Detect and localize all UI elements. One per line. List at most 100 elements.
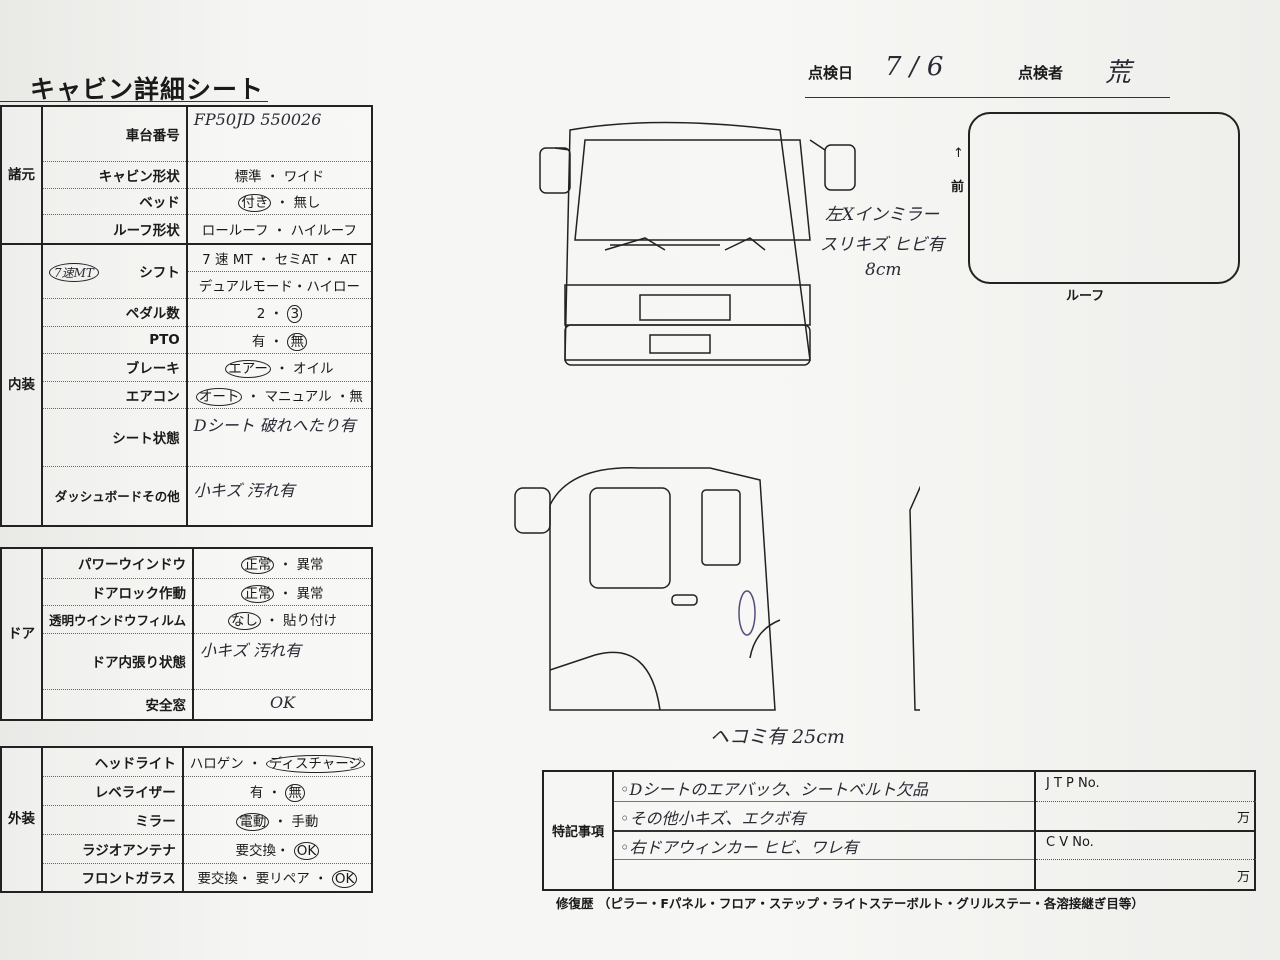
number-panel: J T P No. 万 C V No. 万 — [1034, 772, 1256, 889]
remark-line: ◦右ドアウィンカー ヒビ、ワレ有 — [620, 838, 859, 857]
front-note-3: 8cm — [865, 260, 902, 280]
table-row: 透明ウインドウフィルムなし ・ 貼り付け — [1, 605, 372, 634]
left-side-view — [514, 467, 781, 711]
jtp-label: J T P No. — [1046, 776, 1100, 791]
date-label: 点検日 — [808, 64, 854, 82]
row-value: 正常 ・ 異常 — [193, 548, 372, 579]
row-value: 2 ・ 3 — [186, 298, 372, 327]
row-label: PTO — [42, 326, 188, 354]
row-label: パワーウインドウ — [42, 548, 195, 579]
front-arrow-label: 前 — [951, 180, 965, 195]
inspector-label: 点検者 — [1018, 64, 1064, 82]
row-value: Dシート 破れへたり有 — [186, 408, 372, 467]
row-value: 正常 ・ 異常 — [193, 578, 372, 606]
divider — [614, 801, 1034, 802]
divider — [1036, 801, 1256, 802]
row-value: デュアルモード・ハイロー — [186, 271, 372, 299]
right-side-view — [909, 485, 920, 711]
remark-line: ◦Dシートのエアバック、シートベルト欠品 — [620, 780, 929, 799]
row-label: ダッシュボードその他 — [42, 466, 188, 527]
remark-line: ◦その他小キズ、エクボ有 — [620, 809, 806, 828]
table-row: ドアロック作動正常 ・ 異常 — [1, 578, 372, 606]
row-value: ロールーフ ・ ハイルーフ — [186, 214, 372, 245]
row-label: レベライザー — [42, 776, 184, 806]
front-note-2: スリキズ ヒビ有 — [820, 235, 945, 255]
truck-cab-diagram — [514, 121, 920, 711]
unit-label: 万 — [1236, 870, 1250, 885]
category-interior: 内装 — [1, 244, 43, 526]
divider — [0, 101, 268, 102]
category-specs: 諸元 — [1, 106, 43, 244]
row-label: ヘッドライト — [42, 747, 184, 777]
table-row: 外装ヘッドライトハロゲン ・ ディスチャージ — [1, 747, 372, 892]
row-label: ベッド — [42, 188, 188, 215]
row-value: 要交換・ 要リペア ・ OK — [182, 863, 372, 893]
remarks-label: 特記事項 — [544, 772, 614, 889]
row-label: ラジオアンテナ — [42, 834, 184, 864]
row-label: ドア内張り状態 — [42, 633, 195, 690]
row-label: ブレーキ — [42, 353, 188, 382]
category-exterior: 外装 — [1, 747, 43, 892]
table-row: ブレーキエアー ・ オイル — [1, 353, 372, 382]
front-view — [539, 121, 856, 366]
row-value: OK — [193, 689, 372, 721]
row-value: 付き ・ 無し — [186, 188, 372, 215]
row-value: オート ・ マニュアル ・無 — [186, 381, 372, 409]
door-table: ドアパワーウインドウ正常 ・ 異常 ドアロック作動正常 ・ 異常 透明ウインドウ… — [0, 547, 373, 721]
table-row: ベッド付き ・ 無し — [1, 188, 372, 215]
row-label: 安全窓 — [42, 689, 195, 721]
table-row: ラジオアンテナ要交換・ OK — [1, 834, 372, 864]
row-label: 透明ウインドウフィルム — [42, 605, 195, 634]
inspector-value: 荒 — [1105, 58, 1132, 88]
side-note: ヘコミ有 25cm — [710, 726, 845, 748]
category-door: ドア — [1, 548, 43, 720]
row-label: 車台番号 — [42, 106, 188, 162]
table-row: デュアルモード・ハイロー — [1, 271, 372, 299]
row-label: ミラー — [42, 805, 184, 835]
table-row: エアコンオート ・ マニュアル ・無 — [1, 381, 372, 409]
row-value: 有 ・ 無 — [182, 776, 372, 806]
arrow-up-icon: ↑ — [953, 146, 964, 161]
row-label: シート状態 — [42, 408, 188, 467]
sheet-title: キャビン詳細シート — [30, 75, 265, 104]
table-row: ドアパワーウインドウ正常 ・ 異常 — [1, 548, 372, 720]
divider — [1036, 830, 1256, 832]
row-value: 有 ・ 無 — [186, 326, 372, 354]
table-row: レベライザー有 ・ 無 — [1, 776, 372, 806]
front-note-1: 左Xインミラー — [825, 205, 940, 225]
row-value: 小キズ 汚れ有 — [186, 466, 372, 527]
cv-label: C V No. — [1046, 835, 1094, 850]
row-value: エアー ・ オイル — [186, 353, 372, 382]
table-row: ルーフ形状ロールーフ ・ ハイルーフ — [1, 214, 372, 245]
row-value: ハロゲン ・ ディスチャージ — [182, 747, 372, 777]
divider — [805, 97, 1170, 98]
row-label: ドアロック作動 — [42, 578, 195, 606]
row-label: ペダル数 — [42, 298, 188, 327]
row-value: 7 速 MT ・ セミAT ・ AT — [186, 244, 372, 272]
row-value: 電動 ・ 手動 — [182, 805, 372, 835]
date-value: 7 / 6 — [885, 52, 944, 82]
roof-diagram — [968, 112, 1240, 284]
row-label: キャビン形状 — [42, 161, 188, 189]
roof-label: ルーフ — [1066, 289, 1105, 304]
row-label: エアコン — [42, 381, 188, 409]
chassis-number: FP50JD 550026 — [186, 106, 372, 162]
shift-label: シフト — [139, 264, 180, 281]
divider — [1036, 859, 1256, 860]
unit-label: 万 — [1236, 811, 1250, 826]
table-row: ダッシュボードその他小キズ 汚れ有 — [1, 466, 372, 527]
remarks-box: 特記事項 ◦Dシートのエアバック、シートベルト欠品 ◦その他小キズ、エクボ有 ◦… — [542, 770, 1256, 891]
row-label: ルーフ形状 — [42, 214, 188, 245]
repair-history: 修復歴 （ピラー・Fパネル・フロア・ステップ・ライトステーボルト・グリルステー・… — [556, 896, 1144, 911]
row-label: フロントガラス — [42, 863, 184, 893]
row-value: 要交換・ OK — [182, 834, 372, 864]
table-row: フロントガラス要交換・ 要リペア ・ OK — [1, 863, 372, 893]
table-row: ミラー電動 ・ 手動 — [1, 805, 372, 835]
